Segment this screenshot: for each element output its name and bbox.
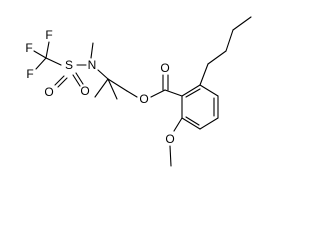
bond-cf-f3 bbox=[45, 41, 50, 59]
atom-labels: F F F S O O N O O O bbox=[25, 28, 174, 146]
methoxy-bond-2 bbox=[169, 145, 172, 167]
bond-cf-f1 bbox=[33, 50, 47, 59]
bond-cq-me1 bbox=[94, 78, 109, 98]
ring-bond-5 bbox=[181, 117, 201, 130]
bond-ch2-o bbox=[126, 90, 138, 98]
atom-o-methoxy: O bbox=[165, 132, 174, 146]
ring-double-3 bbox=[185, 116, 200, 126]
atom-f1: F bbox=[25, 41, 32, 55]
bond-cf-f2 bbox=[35, 57, 47, 70]
bond-s-o2-a bbox=[72, 74, 81, 87]
bond-cq-ch2 bbox=[107, 78, 128, 92]
bond-s-o1-b bbox=[57, 77, 68, 88]
ring-bond-1 bbox=[181, 84, 201, 97]
bond-n-methyl bbox=[90, 42, 94, 59]
atom-f3: F bbox=[45, 28, 52, 42]
bond-s-o1-a bbox=[54, 75, 65, 86]
atom-s: S bbox=[65, 58, 73, 72]
chemical-structure: F F F S O O N O O O bbox=[25, 16, 252, 167]
butyl-bond-1 bbox=[199, 63, 209, 86]
butyl-bond-2 bbox=[207, 50, 227, 65]
bond-cq-me2 bbox=[107, 78, 118, 100]
bond-c-s bbox=[45, 57, 62, 66]
butyl-bond-3 bbox=[225, 29, 234, 52]
bond-s-o2-b bbox=[75, 72, 84, 85]
atom-o-ester: O bbox=[139, 92, 148, 106]
atom-o-carbonyl: O bbox=[160, 61, 169, 75]
atom-o-sulfonyl-1: O bbox=[44, 85, 53, 99]
bonds bbox=[33, 16, 252, 167]
structure-canvas: F F F S O O N O O O bbox=[25, 16, 252, 167]
ring-bond-4 bbox=[199, 117, 219, 130]
bond-ccarbonyl-ring bbox=[164, 89, 183, 97]
methoxy-bond-1 bbox=[173, 117, 183, 132]
butyl-bond-4 bbox=[232, 16, 252, 31]
atom-f2: F bbox=[26, 67, 33, 81]
bond-o-ccarbonyl bbox=[150, 89, 166, 98]
ring-double-1 bbox=[185, 88, 201, 98]
atom-o-sulfonyl-2: O bbox=[80, 84, 89, 98]
ring-bond-2 bbox=[199, 84, 219, 97]
bond-n-cq bbox=[97, 69, 109, 80]
atom-n: N bbox=[88, 58, 97, 72]
